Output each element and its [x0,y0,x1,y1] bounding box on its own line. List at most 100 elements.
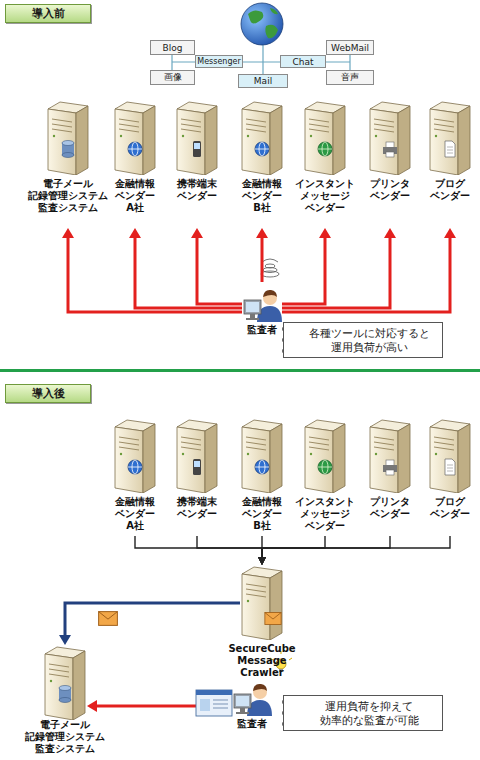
server-label: 電子メール 記録管理システム 監査システム [28,178,108,214]
note-callout: 運用負荷を抑えて 効率的な監査が可能 [283,695,443,731]
report-window [196,690,232,716]
arrow-head [256,228,268,238]
server-label: 金融情報 ベンダー A社 [115,496,155,532]
service-label: 画像 [164,71,182,84]
service-label: Messenger [197,57,240,66]
flow-connector [258,536,450,565]
service-label: WebMail [331,43,369,53]
server-node: プリンタ ベンダー [368,100,412,228]
server-label: 金融情報 ベンダー A社 [115,178,155,214]
server-label: 金融情報 ベンダー B社 [242,178,282,214]
flow-connector [59,603,240,645]
service-box: Mail [238,74,288,88]
arrow-head [384,228,396,238]
flow-connector [256,228,268,282]
crawler-node: SecureCube Message Crawler [240,565,284,679]
flow-connector [135,536,266,565]
arrow-head [258,557,266,565]
server-node: 金融情報 ベンダー A社 [113,100,157,228]
server-label: 携帯端末 ベンダー [177,496,217,520]
flow-connector [258,536,325,565]
arrow-head [59,635,71,645]
connector-line [262,536,390,558]
server-node: 携帯端末 ベンダー [175,100,219,228]
arrow-head [258,557,266,565]
arrow-head [191,228,203,238]
flow-connector [191,228,242,304]
note-text: 各種ツールに対応すると 運用負荷が高い [309,326,430,354]
arrow-head [258,557,266,565]
auditor-label: 監査者 [237,718,267,730]
arrow-head [87,700,97,712]
server-label: SecureCube Message Crawler [214,643,310,679]
flow-connector [258,536,390,565]
server-node: 金融情報 ベンダー B社 [240,418,284,536]
service-label: Mail [254,76,272,86]
connector-line [282,237,450,312]
server-node: 金融情報 ベンダー B社 [240,100,284,228]
server-label: プリンタ ベンダー [370,496,410,520]
service-box: 音声 [326,70,374,85]
server-label: ブログ ベンダー [430,496,470,520]
auditor-node: 監査者 [242,282,282,336]
globe [241,3,283,45]
service-box: Chat [280,55,326,68]
service-box: Messenger [195,55,243,68]
section-tag: 導入後 [5,384,91,403]
connector-line [197,237,242,304]
server-icons [45,102,470,720]
connector-line [68,237,242,312]
connector-line [197,536,262,558]
connector-line [65,603,240,636]
server-node: 電子メール 記録管理システム 監査システム [43,645,87,755]
flow-connector [282,228,331,304]
stress-swirl [261,259,279,277]
connector-line [135,237,242,308]
server-node: プリンタ ベンダー [368,418,412,536]
arrow-head [258,557,266,565]
server-label: インスタント メッセージ ベンダー [295,178,355,214]
arrow-head [129,228,141,238]
service-label: 音声 [341,71,359,84]
server-node: 金融情報 ベンダー A社 [113,418,157,536]
note-callout: 各種ツールに対応すると 運用負荷が高い [283,322,443,358]
server-label: インスタント メッセージ ベンダー [295,496,355,532]
server-label: 電子メール 記録管理システム 監査システム [25,719,105,755]
server-node: インスタント メッセージ ベンダー [303,100,347,228]
service-box: WebMail [326,40,374,55]
auditor-node: 監査者 [232,676,272,730]
network-lines [172,45,350,74]
auditor-label: 監査者 [247,324,277,336]
server-badges [59,141,455,703]
flow-connector [129,228,242,308]
server-label: プリンタ ベンダー [370,178,410,202]
mail-envelope [99,612,118,626]
note-text: 運用負荷を抑えて 効率的な監査が可能 [320,699,419,727]
flow-connector [282,228,456,312]
server-node: 携帯端末 ベンダー [175,418,219,536]
service-label: Blog [163,43,183,53]
section-tag: 導入前 [5,4,91,23]
arrow-head [62,228,74,238]
flow-connector [197,536,266,565]
server-node: ブログ ベンダー [428,418,472,536]
connector-line [262,536,450,558]
connector-line [135,536,262,558]
connector-line [262,536,325,558]
section-title: 導入前 [32,6,65,21]
notebook-rings [282,326,287,726]
server-label: ブログ ベンダー [430,178,470,202]
arrow-head [258,557,266,565]
connector-line [261,237,264,282]
connector-line [282,237,390,308]
service-box: Blog [150,40,195,55]
section-title: 導入後 [32,386,65,401]
server-node: インスタント メッセージ ベンダー [303,418,347,536]
arrow-head [444,228,456,238]
server-label: 金融情報 ベンダー B社 [242,496,282,532]
flow-connector [62,228,242,312]
flow-connector [282,228,396,308]
